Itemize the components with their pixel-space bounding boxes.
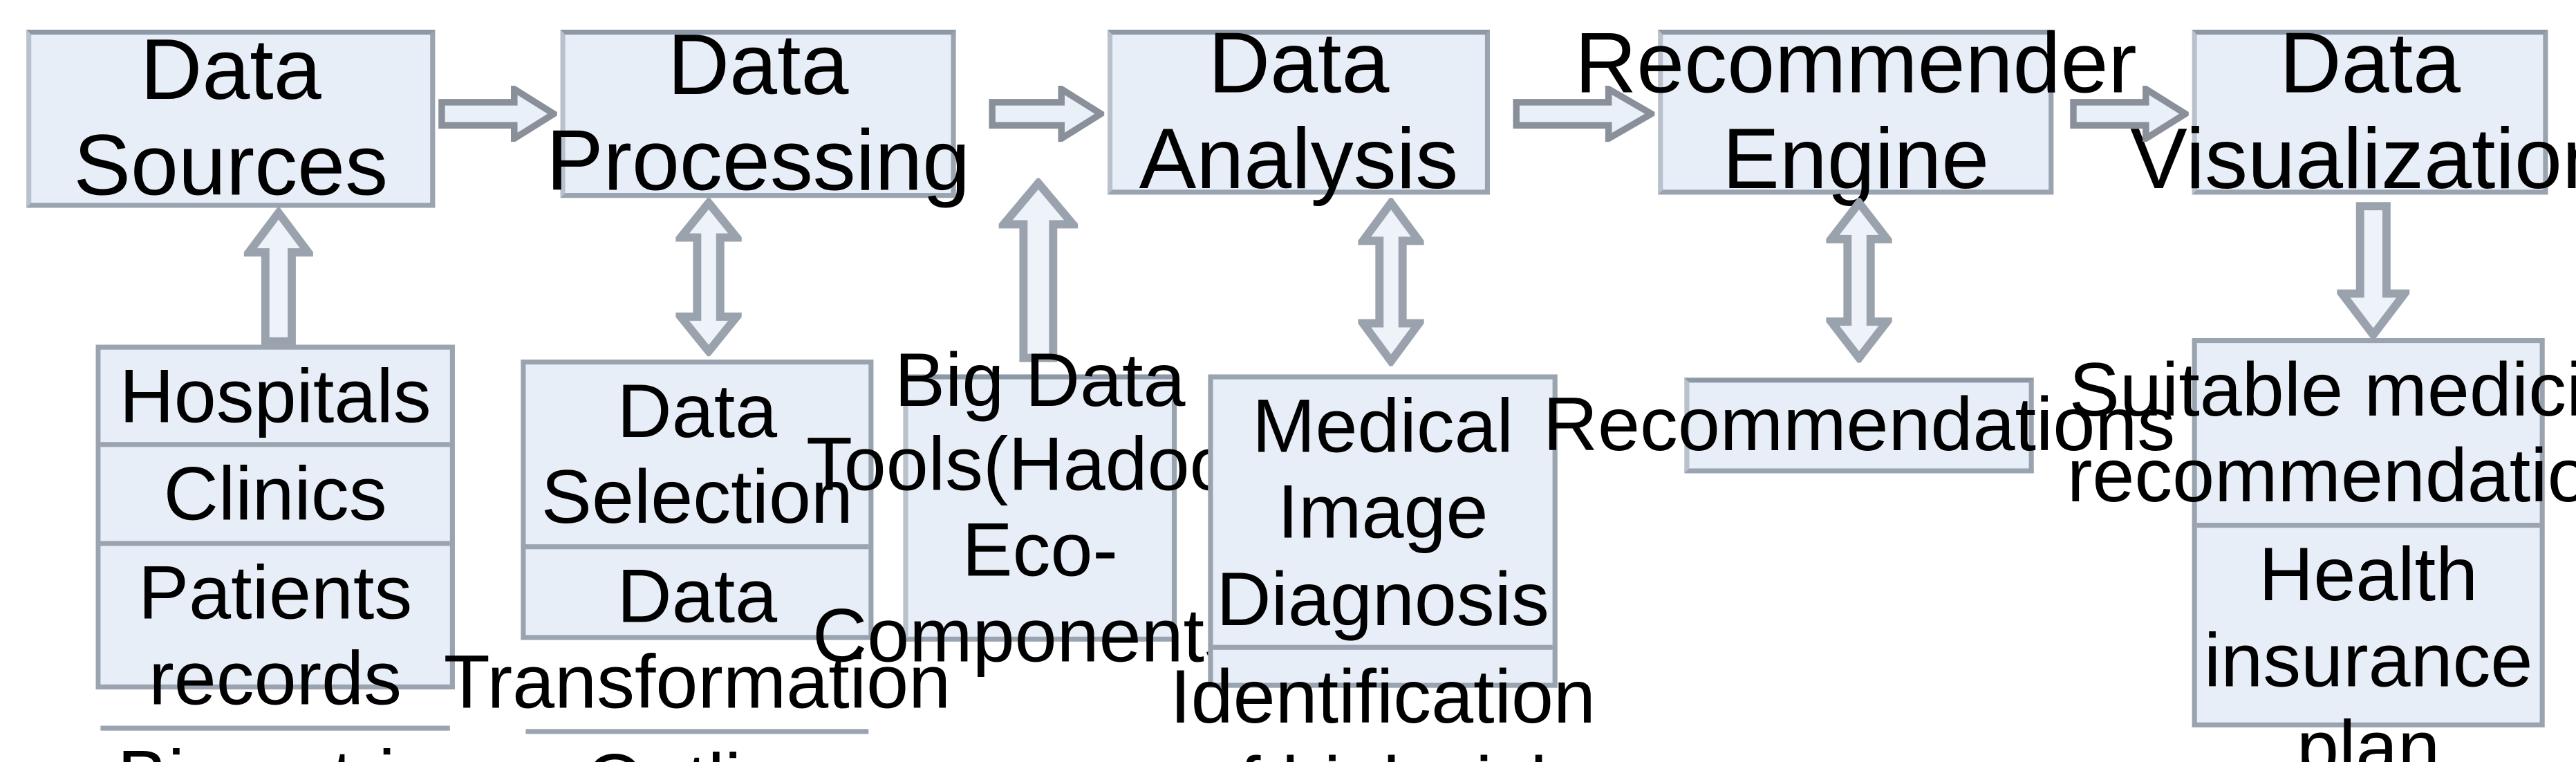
group-data-processing-items: Data Selection Data Transformation Outli… [444,359,951,762]
list-item[interactable]: Medical Image Diagnosis [1213,380,1553,651]
list-item[interactable]: Patients records [100,546,450,731]
list-item[interactable]: Data Transformation [444,549,951,734]
stage-label-recommender-engine-line2: Engine [1722,112,1990,208]
arrow-right-recommender-to-visualization [2070,86,2189,142]
group-data-visualization-items: Suitable medicine recommendations Health… [2067,337,2576,762]
arrow-bidirectional-analysis-items [1358,198,1424,366]
arrow-right-processing-to-analysis [989,86,1105,142]
arrow-bidirectional-recommendations [1826,198,1892,363]
stage-label-data-sources: Data Sources [73,22,389,215]
stage-box-data-processing[interactable]: Data Processing [546,18,970,210]
list-item[interactable]: Clinics [100,447,450,546]
arrow-right-sources-to-processing [438,86,557,142]
stage-label-data-visualization: Data Visualization [2130,16,2576,208]
list-item[interactable]: Data Selection [525,364,869,550]
stage-box-recommender-engine[interactable]: Recommender Engine [1575,16,2137,207]
arrow-down-visualization-items [2337,201,2410,340]
arrow-bidirectional-processing-items [675,198,742,357]
stage-box-data-analysis[interactable]: Data Analysis [1107,16,1491,208]
list-item[interactable]: Outlier Analysis [525,734,868,762]
arrow-up-bigdata-tools [998,178,1079,363]
list-item[interactable]: Health insurance plan [2197,528,2540,762]
list-item[interactable]: Suitable medicine recommendations [2067,343,2576,528]
list-item[interactable]: Hospitals [100,350,450,448]
stage-label-data-analysis: Data Analysis [1139,16,1459,208]
stage-box-data-visualization[interactable]: Data Visualization [2130,16,2576,207]
list-item[interactable]: Biometric scans [100,730,449,762]
stage-box-data-sources[interactable]: Data Sources [26,23,436,214]
arrow-up-sources-items [243,207,313,346]
group-big-data-tools[interactable]: Big Data Tools(Hadoop Eco-Components) [806,337,1274,677]
group-data-sources-items: Hospitals Clinics Patients records Biome… [95,344,455,762]
big-data-tools-label: Big Data Tools(Hadoop Eco-Components) [805,336,1274,678]
arrow-right-analysis-to-recommender [1513,86,1655,142]
recommendations-label: Recommendations [1542,381,2176,467]
group-recommendations[interactable]: Recommendations [1543,378,2175,474]
stage-label-data-processing: Data Processing [545,17,971,210]
stage-label-recommender-engine-line1: Recommender [1574,16,2137,112]
list-item[interactable]: Identification of high-risk patients [1170,651,1596,762]
group-data-analysis-items: Medical Image Diagnosis Identification o… [1170,374,1596,762]
